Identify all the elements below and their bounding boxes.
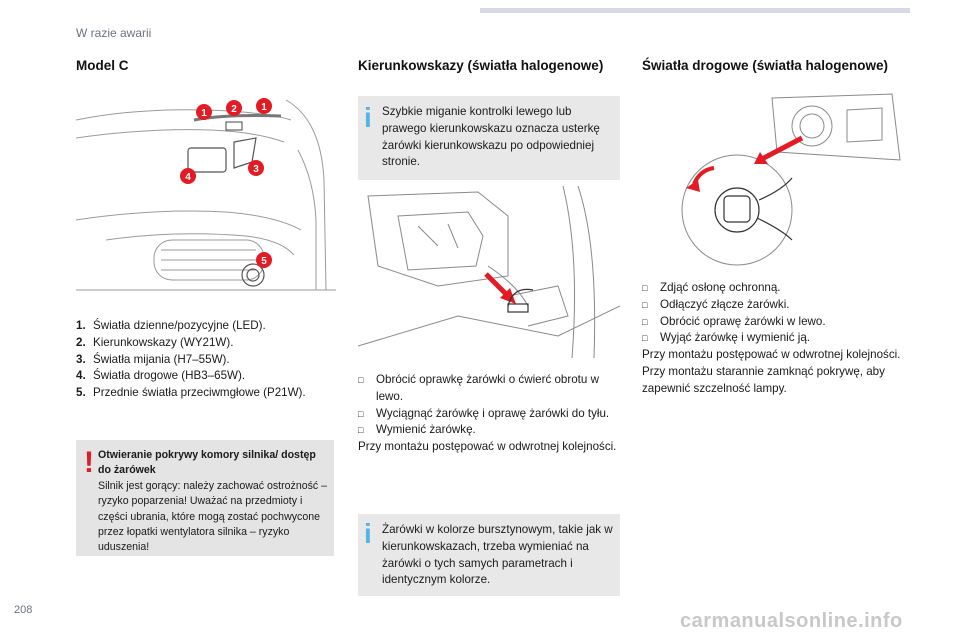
page-number: 208 xyxy=(14,604,33,616)
info-box-blinking: i Szybkie miganie kontrolki lewego lub p… xyxy=(358,96,620,180)
step-item: □Odłączyć złącze żarówki. xyxy=(642,297,904,314)
step-item: □Obrócić oprawkę żarówki o ćwierć obrotu… xyxy=(358,372,620,406)
high-beam-illustration xyxy=(642,90,904,270)
checkbox-icon: □ xyxy=(358,375,364,385)
turn-signal-steps: □Obrócić oprawkę żarówki o ćwierć obrotu… xyxy=(358,372,620,456)
turn-signal-title: Kierunkowskazy (światła halogenowe) xyxy=(358,58,604,73)
callout-5-label: 5 xyxy=(261,256,267,267)
callout-4-label: 4 xyxy=(185,172,191,183)
list-item: 2.Kierunkowskazy (WY21W). xyxy=(76,335,234,349)
callout-1b xyxy=(256,98,272,114)
info-icon: i xyxy=(364,518,372,549)
exclamation-icon: ! xyxy=(84,446,94,479)
warning-text: Silnik jest gorący: należy zachować ostr… xyxy=(98,479,328,554)
turn-signal-illustration xyxy=(358,186,620,358)
high-beam-drawing xyxy=(681,93,901,266)
list-item: 3.Światła mijania (H7–55W). xyxy=(76,352,230,366)
list-item: 5.Przednie światła przeciwmgłowe (P21W). xyxy=(76,386,306,400)
step-note: Przy montażu postępować w odwrotnej kole… xyxy=(642,348,901,395)
list-item: 1.Światła dzienne/pozycyjne (LED). xyxy=(76,319,266,332)
warning-title: Otwieranie pokrywy komory silnika/ dostę… xyxy=(98,449,316,477)
high-beam-title: Światła drogowe (światła halogenowe) xyxy=(642,58,889,73)
callout-3 xyxy=(248,160,264,176)
callout-5 xyxy=(256,252,272,268)
watermark: carmanualsonline.info xyxy=(680,610,903,632)
checkbox-icon: □ xyxy=(642,333,648,344)
step-note: Przy montażu postępować w odwrotnej kole… xyxy=(358,440,617,454)
info-icon: i xyxy=(364,102,372,133)
info-text: Żarówki w kolorze bursztynowym, takie ja… xyxy=(382,523,613,587)
callout-1a-label: 1 xyxy=(201,108,207,119)
header-rule xyxy=(480,8,910,13)
warning-box: ! Otwieranie pokrywy komory silnika/ dos… xyxy=(76,440,334,556)
info-box-amber: i Żarówki w kolorze bursztynowym, takie … xyxy=(358,514,620,596)
section-title: W razie awarii xyxy=(76,26,152,40)
model-title: Model C xyxy=(76,58,129,73)
step-item: □Zdjąć osłonę ochronną. xyxy=(642,280,904,297)
callout-4 xyxy=(180,168,196,184)
front-lights-drawing: 1 2 1 3 4 5 xyxy=(76,98,336,291)
checkbox-icon: □ xyxy=(358,425,364,436)
callout-2-label: 2 xyxy=(231,104,237,115)
callout-1a xyxy=(196,104,212,120)
checkbox-icon: □ xyxy=(642,299,648,310)
front-lights-illustration: 1 2 1 3 4 5 xyxy=(76,90,336,300)
step-item: □Wyciągnąć żarówkę i oprawę żarówki do t… xyxy=(358,406,620,423)
turn-signal-drawing xyxy=(358,186,620,358)
checkbox-icon: □ xyxy=(358,408,364,419)
step-item: □Wyjąć żarówkę i wymienić ją. xyxy=(642,330,904,347)
info-text: Szybkie miganie kontrolki lewego lub pra… xyxy=(382,105,600,169)
callout-2 xyxy=(226,100,242,116)
step-item: □Obrócić oprawę żarówki w lewo. xyxy=(642,314,904,331)
bulb-list: 1.Światła dzienne/pozycyjne (LED). 2.Kie… xyxy=(76,318,336,402)
step-item: □Wymienić żarówkę. xyxy=(358,422,620,439)
checkbox-icon: □ xyxy=(642,283,648,293)
callout-1b-label: 1 xyxy=(261,102,267,113)
callout-3-label: 3 xyxy=(253,164,259,175)
high-beam-steps: □Zdjąć osłonę ochronną. □Odłączyć złącze… xyxy=(642,280,904,398)
list-item: 4.Światła drogowe (HB3–65W). xyxy=(76,369,246,383)
checkbox-icon: □ xyxy=(642,316,648,327)
